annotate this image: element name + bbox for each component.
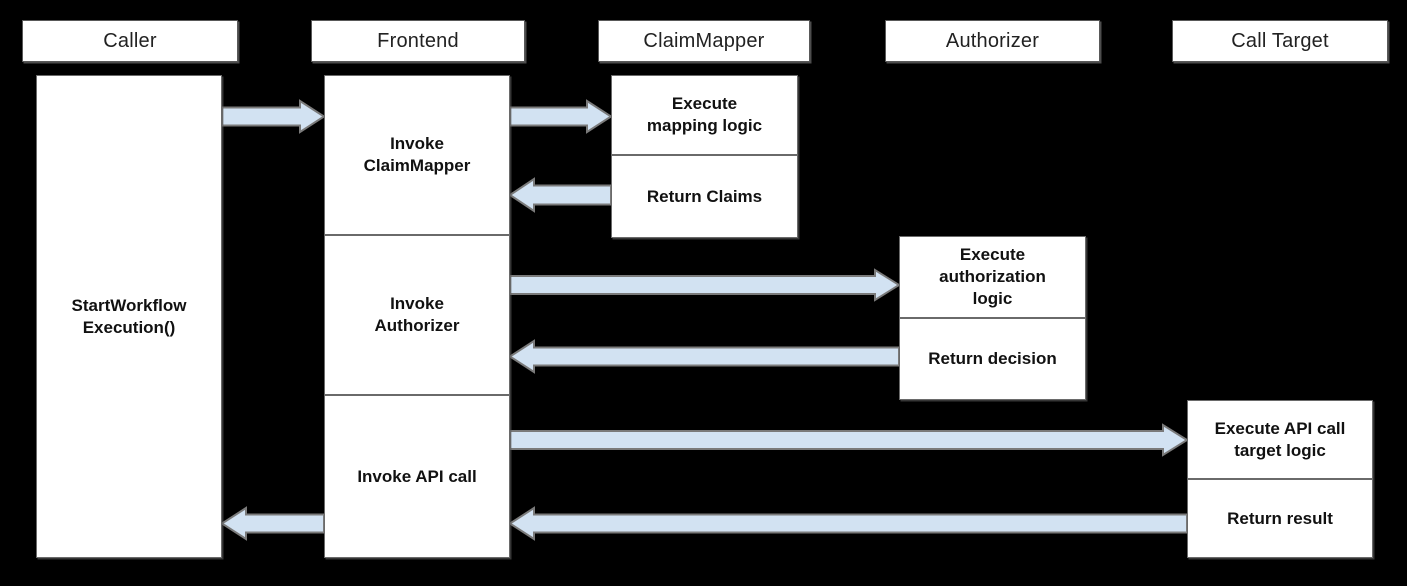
lane-header-label: Caller bbox=[103, 29, 157, 52]
activity-box-label: Return Claims bbox=[646, 186, 763, 206]
activity-box-label: Invoke ClaimMapper bbox=[363, 134, 471, 175]
activity-box-invoke-claimmapper[interactable]: Invoke ClaimMapper bbox=[324, 75, 510, 235]
activity-box-execute-mapping-logic[interactable]: Execute mapping logic bbox=[611, 75, 798, 155]
arrow-calltarget-to-frontend bbox=[508, 506, 1188, 541]
lane-header-calltarget[interactable]: Call Target bbox=[1172, 20, 1388, 62]
arrow-claimmapper-to-frontend bbox=[508, 177, 612, 213]
arrow-shape bbox=[509, 99, 613, 134]
arrow-shape bbox=[508, 506, 1188, 541]
activity-box-invoke-api-call[interactable]: Invoke API call bbox=[324, 395, 510, 558]
arrow-frontend-to-claimmapper bbox=[509, 99, 613, 134]
lane-header-label: Call Target bbox=[1231, 29, 1329, 52]
lane-header-caller[interactable]: Caller bbox=[22, 20, 238, 62]
activity-box-label: Return decision bbox=[928, 349, 1057, 369]
arrow-shape bbox=[508, 339, 900, 374]
arrow-shape bbox=[508, 177, 612, 213]
arrow-frontend-to-authorizer bbox=[509, 268, 901, 302]
activity-box-label: Invoke Authorizer bbox=[374, 294, 460, 335]
activity-box-label: Execute API call target logic bbox=[1214, 418, 1346, 460]
lane-header-authorizer[interactable]: Authorizer bbox=[885, 20, 1100, 62]
lane-header-label: ClaimMapper bbox=[643, 29, 765, 52]
lane-header-label: Authorizer bbox=[945, 29, 1040, 52]
activity-box-return-claims[interactable]: Return Claims bbox=[611, 155, 798, 238]
activity-box-return-result[interactable]: Return result bbox=[1187, 479, 1373, 558]
arrow-frontend-to-caller bbox=[220, 506, 325, 541]
arrow-shape bbox=[221, 99, 326, 134]
lane-header-frontend[interactable]: Frontend bbox=[311, 20, 525, 62]
activity-box-invoke-authorizer[interactable]: Invoke Authorizer bbox=[324, 235, 510, 395]
activity-box-execute-api-call-target-logic[interactable]: Execute API call target logic bbox=[1187, 400, 1373, 479]
activity-box-execute-authorization-logic[interactable]: Execute authorization logic bbox=[899, 236, 1086, 318]
activity-box-label: Execute authorization logic bbox=[939, 245, 1046, 308]
activity-box-label: Execute mapping logic bbox=[646, 94, 763, 135]
arrow-authorizer-to-frontend bbox=[508, 339, 900, 374]
activity-box-return-decision[interactable]: Return decision bbox=[899, 318, 1086, 400]
arrow-shape bbox=[220, 506, 325, 541]
arrow-caller-to-frontend bbox=[221, 99, 326, 134]
activity-box-label: Return result bbox=[1227, 508, 1333, 528]
activity-box-label: Invoke API call bbox=[357, 466, 477, 486]
activity-box-label: StartWorkflow Execution() bbox=[71, 295, 187, 337]
arrow-shape bbox=[509, 423, 1189, 457]
lane-header-label: Frontend bbox=[377, 29, 459, 52]
activity-box-start-workflow-execution[interactable]: StartWorkflow Execution() bbox=[36, 75, 222, 558]
lane-header-claimmapper[interactable]: ClaimMapper bbox=[598, 20, 810, 62]
arrow-frontend-to-calltarget bbox=[509, 423, 1189, 457]
arrow-shape bbox=[509, 268, 901, 302]
